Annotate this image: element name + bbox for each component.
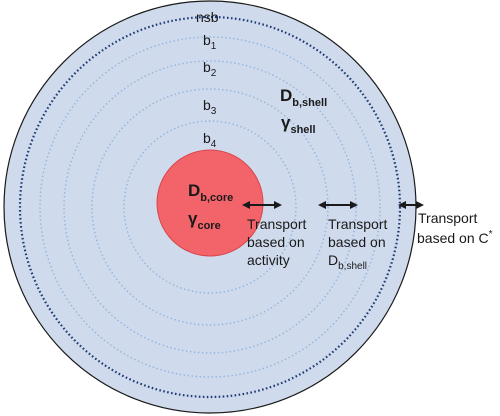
ring-b3 — [91, 88, 329, 326]
label-b3: b3 — [203, 97, 217, 117]
transport-activity-label: Transport based on activity — [247, 216, 310, 268]
double-arrow-icon-surface — [398, 201, 424, 209]
ring-b2 — [63, 60, 357, 354]
double-arrow-icon-shell — [318, 201, 358, 209]
label-b4: b4 — [203, 130, 217, 150]
label-nsb: nsb — [196, 9, 219, 25]
core-diffusivity-label: Db,core — [188, 181, 233, 204]
shell-diffusivity-label: Db,shell — [280, 86, 327, 109]
transport-surface-label: Transport based on C* — [417, 210, 493, 246]
ring-b1 — [39, 36, 381, 378]
label-b2: b2 — [203, 59, 217, 79]
core-gamma-label: γcore — [188, 209, 221, 232]
ring-b4 — [123, 120, 297, 294]
shell-gamma-label: γshell — [281, 113, 316, 136]
particle-core — [156, 149, 264, 257]
double-arrow-icon-core — [242, 201, 282, 209]
label-b1: b1 — [203, 32, 217, 52]
transport-diffusivity-label: Transport based on Db,shell — [328, 216, 391, 272]
ring-nsb — [18, 15, 402, 399]
